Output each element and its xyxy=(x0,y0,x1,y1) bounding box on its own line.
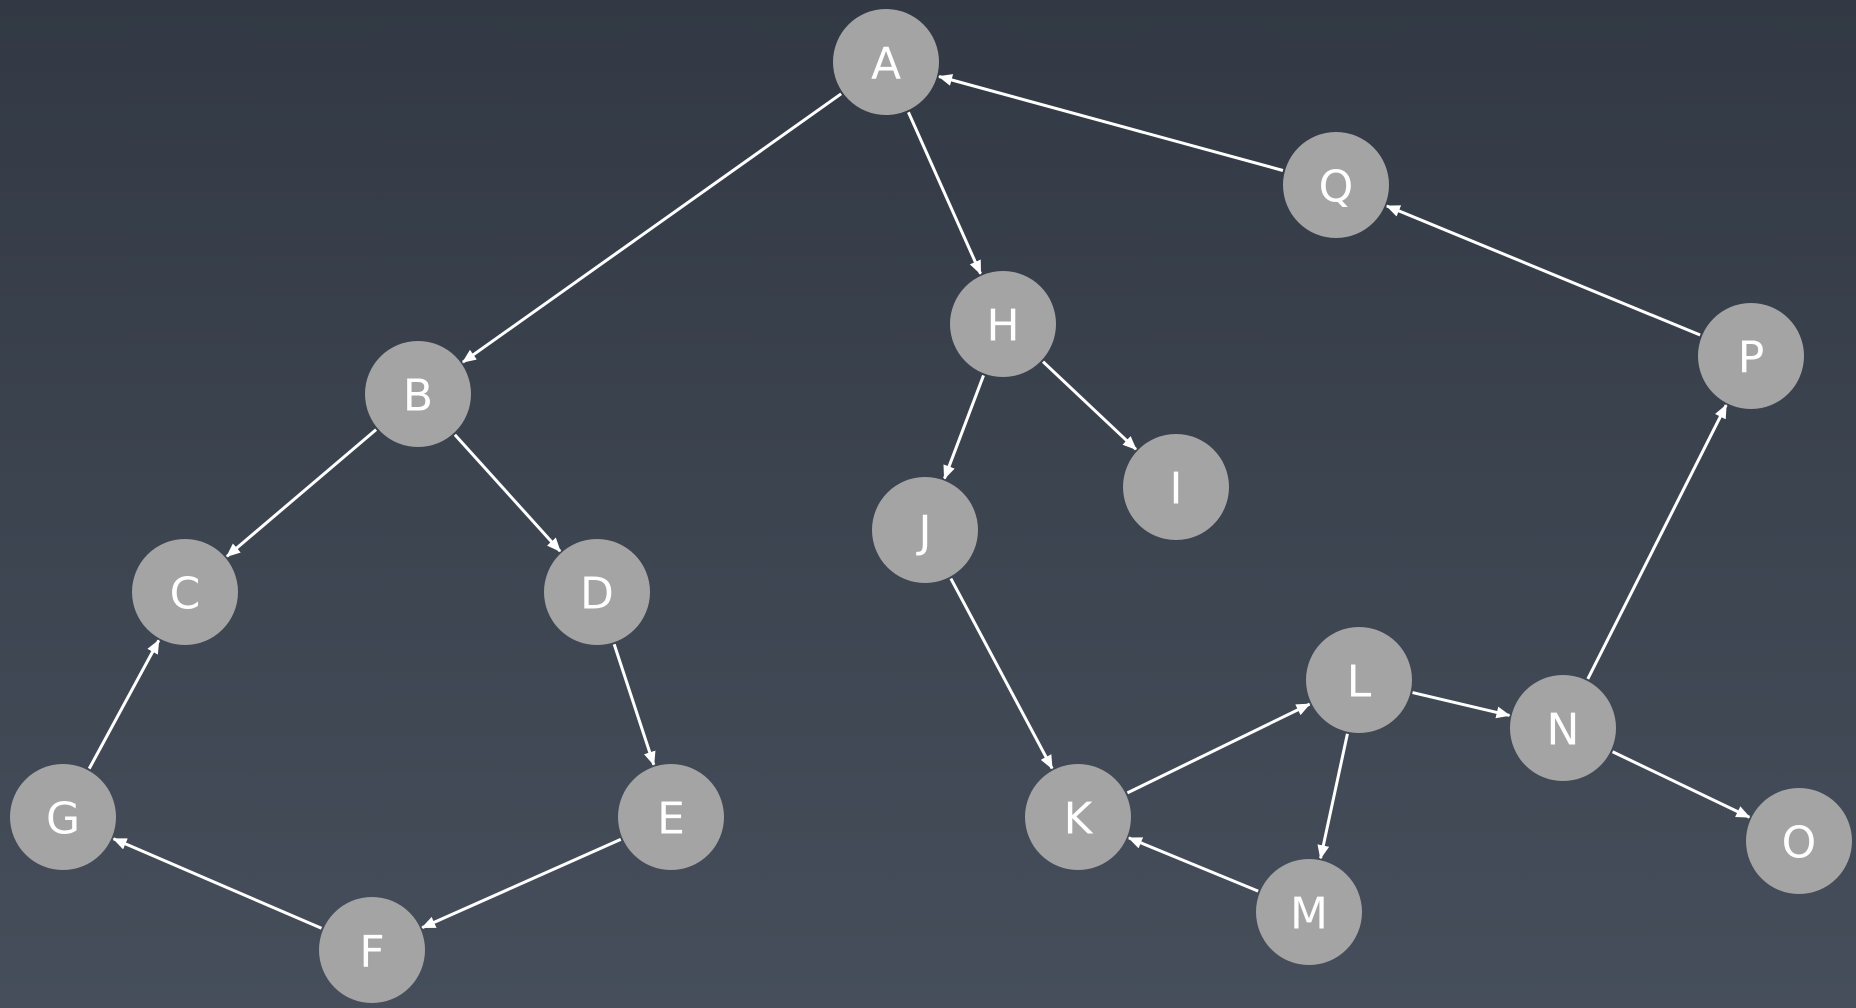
node-label: C xyxy=(170,569,201,620)
edge-h-to-i xyxy=(1042,360,1137,451)
node-label: M xyxy=(1290,889,1328,940)
node-label: B xyxy=(403,371,433,422)
node-label: P xyxy=(1738,333,1765,384)
edge-q-to-a xyxy=(938,74,1284,172)
node-d: D xyxy=(544,539,650,645)
node-label: J xyxy=(916,507,932,558)
node-circle xyxy=(319,897,425,1003)
edges-layer xyxy=(87,74,1751,930)
edge-j-to-k xyxy=(949,577,1054,770)
node-m: M xyxy=(1256,859,1362,965)
node-l: L xyxy=(1306,627,1412,733)
node-circle xyxy=(10,764,116,870)
node-circle xyxy=(365,341,471,447)
edge-h-to-j xyxy=(943,374,985,480)
node-label: O xyxy=(1782,818,1817,869)
edge-b-to-c xyxy=(225,428,378,558)
node-label: N xyxy=(1547,705,1580,756)
node-a: A xyxy=(833,9,939,115)
node-circle xyxy=(950,271,1056,377)
nodes-layer: A B C D E F G H I J K L M N O P Q xyxy=(10,9,1852,1003)
node-c: C xyxy=(132,539,238,645)
node-circle xyxy=(1123,434,1229,540)
node-circle xyxy=(1256,859,1362,965)
node-circle xyxy=(1510,675,1616,781)
edge-g-to-c xyxy=(87,639,161,770)
edge-l-to-m xyxy=(1317,733,1349,860)
edge-d-to-e xyxy=(612,643,656,766)
node-f: F xyxy=(319,897,425,1003)
edge-a-to-b xyxy=(461,92,843,364)
node-p: P xyxy=(1698,303,1804,409)
edge-f-to-g xyxy=(112,837,323,930)
node-q: Q xyxy=(1283,132,1389,238)
node-j: J xyxy=(872,477,978,583)
node-label: F xyxy=(359,927,384,978)
node-circle xyxy=(544,539,650,645)
node-label: E xyxy=(657,794,685,845)
node-circle xyxy=(833,9,939,115)
node-circle xyxy=(1746,788,1852,894)
edge-n-to-p xyxy=(1586,404,1728,680)
edge-n-to-o xyxy=(1611,750,1751,819)
node-circle xyxy=(618,764,724,870)
node-label: A xyxy=(871,39,901,90)
node-n: N xyxy=(1510,675,1616,781)
node-circle xyxy=(132,539,238,645)
node-i: I xyxy=(1123,434,1229,540)
node-o: O xyxy=(1746,788,1852,894)
node-label: L xyxy=(1347,657,1372,708)
node-k: K xyxy=(1025,764,1131,870)
node-label: Q xyxy=(1319,162,1354,213)
node-circle xyxy=(1025,764,1131,870)
node-b: B xyxy=(365,341,471,447)
node-circle xyxy=(1306,627,1412,733)
node-e: E xyxy=(618,764,724,870)
node-label: I xyxy=(1170,464,1183,515)
node-circle xyxy=(1698,303,1804,409)
node-circle xyxy=(872,477,978,583)
edge-a-to-h xyxy=(907,111,982,275)
node-label: D xyxy=(580,569,614,620)
node-circle xyxy=(1283,132,1389,238)
node-label: G xyxy=(46,794,80,845)
edge-b-to-d xyxy=(453,433,562,553)
node-label: H xyxy=(986,301,1019,352)
edge-e-to-f xyxy=(421,837,622,930)
edge-l-to-n xyxy=(1412,691,1511,719)
edge-k-to-l xyxy=(1126,702,1311,795)
edge-p-to-q xyxy=(1385,204,1701,337)
edge-m-to-k xyxy=(1127,836,1259,893)
node-g: G xyxy=(10,764,116,870)
node-h: H xyxy=(950,271,1056,377)
node-label: K xyxy=(1064,794,1094,845)
